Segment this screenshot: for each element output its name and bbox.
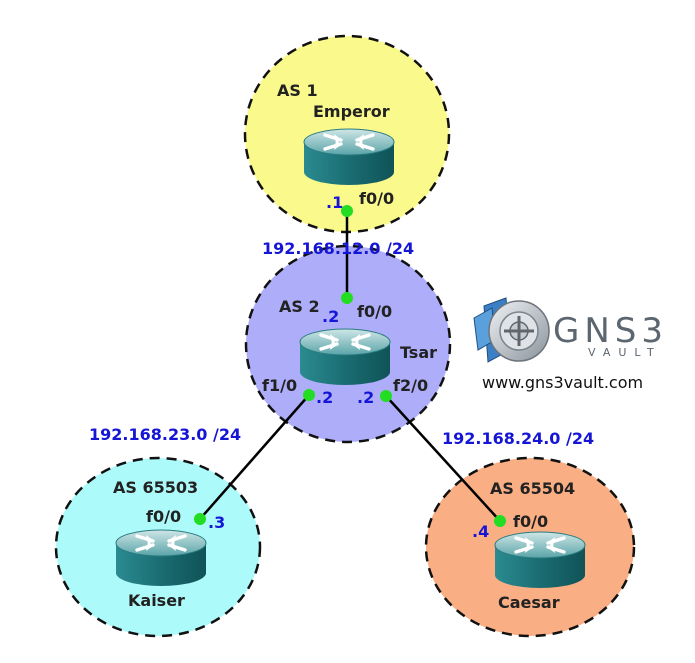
logo-sub: VAULT <box>588 346 662 359</box>
port-dot[interactable] <box>303 389 315 401</box>
router-name-caesar: Caesar <box>498 593 560 612</box>
link-tsar-kaiser <box>199 394 310 520</box>
router-icon[interactable] <box>298 327 392 387</box>
subnet-label: 192.168.12.0 /24 <box>262 239 414 258</box>
interface-label: f0/0 <box>513 512 548 531</box>
host-address: .2 <box>316 388 333 407</box>
host-address: .2 <box>357 388 374 407</box>
router-icon[interactable] <box>302 127 396 187</box>
subnet-label: 192.168.23.0 /24 <box>89 425 241 444</box>
link-tsar-caesar <box>385 395 501 522</box>
interface-label: f1/0 <box>262 376 297 395</box>
host-address: .3 <box>208 513 225 532</box>
host-address: .1 <box>326 193 343 212</box>
interface-label: f0/0 <box>359 189 394 208</box>
gns3-vault-logo-icon <box>473 297 550 363</box>
port-dot[interactable] <box>494 515 506 527</box>
logo-brand: GNS3 <box>553 311 668 351</box>
router-icon[interactable] <box>114 528 208 588</box>
as1-label: AS 1 <box>277 81 318 100</box>
router-name-kaiser: Kaiser <box>128 591 185 610</box>
subnet-label: 192.168.24.0 /24 <box>442 429 594 448</box>
interface-label: f2/0 <box>393 376 428 395</box>
port-dot[interactable] <box>341 292 353 304</box>
router-icon[interactable] <box>493 530 587 590</box>
router-name-tsar: Tsar <box>400 343 437 362</box>
interface-label: f0/0 <box>357 302 392 321</box>
as65503-label: AS 65503 <box>113 478 198 497</box>
as2-label: AS 2 <box>279 297 320 316</box>
router-name-emperor: Emperor <box>313 102 390 121</box>
host-address: .4 <box>472 522 489 541</box>
as65504-label: AS 65504 <box>490 479 575 498</box>
logo-url[interactable]: www.gns3vault.com <box>482 373 643 392</box>
port-dot[interactable] <box>341 205 353 217</box>
host-address: .2 <box>322 307 339 326</box>
port-dot[interactable] <box>380 390 392 402</box>
port-dot[interactable] <box>194 513 206 525</box>
interface-label: f0/0 <box>146 507 181 526</box>
